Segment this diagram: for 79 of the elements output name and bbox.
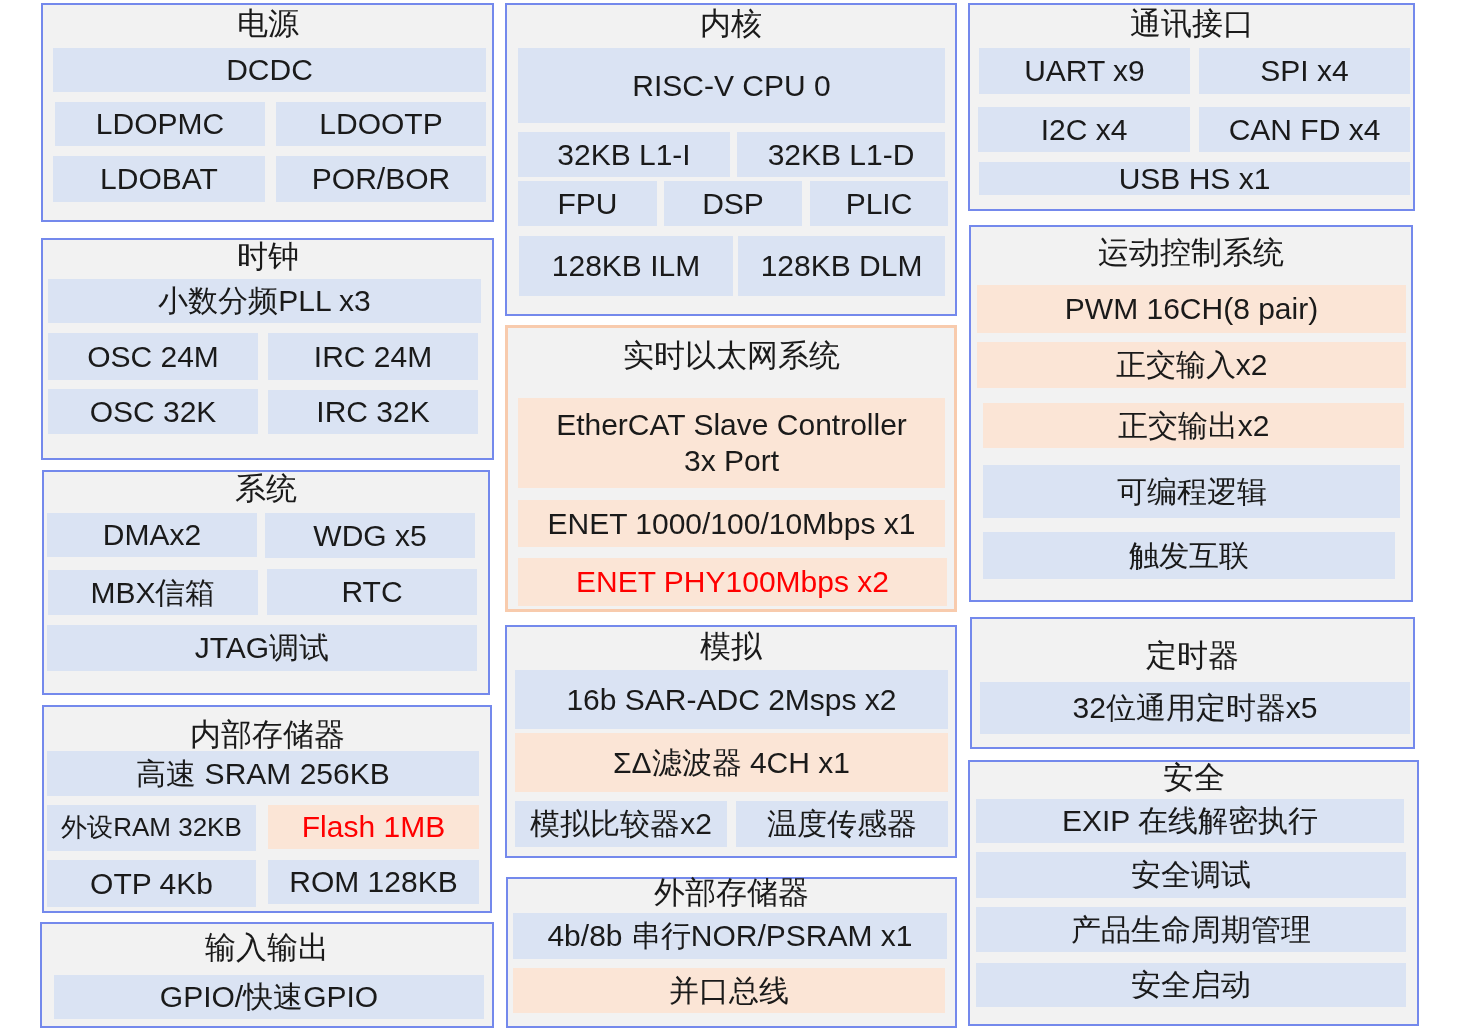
module-box: 外设RAM 32KB xyxy=(47,805,256,851)
module-box: I2C x4 xyxy=(978,107,1190,152)
module-box: DMAx2 xyxy=(47,513,257,557)
module-box: UART x9 xyxy=(979,48,1190,94)
group-panel xyxy=(506,877,957,1028)
group-panel xyxy=(969,225,1413,602)
module-box: RISC-V CPU 0 xyxy=(518,48,945,123)
module-box: 正交输入x2 xyxy=(977,342,1406,388)
module-box: 可编程逻辑 xyxy=(983,465,1400,518)
group-panel xyxy=(968,3,1415,211)
group-title: 电源 xyxy=(236,6,299,42)
module-box: PWM 16CH(8 pair) xyxy=(977,285,1406,333)
module-box: 小数分频PLL x3 xyxy=(48,279,481,323)
module-box: OSC 24M xyxy=(48,333,258,380)
group-title: 模拟 xyxy=(700,629,762,665)
module-box: OSC 32K xyxy=(48,389,258,434)
group-panel xyxy=(505,325,957,612)
module-box: 触发互联 xyxy=(983,532,1395,579)
module-box: Flash 1MB xyxy=(268,805,479,849)
group-title: 实时以太网系统 xyxy=(622,338,840,374)
module-box: CAN FD x4 xyxy=(1199,107,1410,152)
module-box: IRC 32K xyxy=(268,390,478,434)
module-box: IRC 24M xyxy=(268,333,478,380)
module-box: DCDC xyxy=(53,48,486,92)
group-panel xyxy=(505,625,957,858)
module-box: DSP xyxy=(664,181,802,226)
group-title: 时钟 xyxy=(236,239,299,275)
group-title: 安全 xyxy=(1162,760,1225,796)
module-box: EtherCAT Slave Controller 3x Port xyxy=(518,398,945,488)
module-box: 高速 SRAM 256KB xyxy=(47,751,479,796)
module-box: LDOOTP xyxy=(276,102,486,146)
module-box: 正交输出x2 xyxy=(983,403,1404,448)
module-box: SPI x4 xyxy=(1199,48,1410,94)
group-panel xyxy=(40,922,494,1028)
module-box: 32KB L1-D xyxy=(737,132,945,177)
module-box: 产品生命周期管理 xyxy=(976,907,1406,952)
group-panel xyxy=(41,3,494,222)
group-panel xyxy=(42,705,492,913)
module-box: LDOPMC xyxy=(55,102,265,146)
module-box: 128KB DLM xyxy=(738,236,945,296)
group-title: 内核 xyxy=(700,6,762,42)
module-box: 温度传感器 xyxy=(736,801,948,847)
module-box: 并口总线 xyxy=(513,968,945,1013)
module-box: FPU xyxy=(518,181,657,226)
module-box: LDOBAT xyxy=(53,156,265,202)
group-title: 输入输出 xyxy=(205,930,329,966)
group-title: 系统 xyxy=(235,471,297,507)
group-title: 运动控制系统 xyxy=(1098,235,1284,271)
module-box: GPIO/快速GPIO xyxy=(54,975,484,1019)
group-panel xyxy=(41,238,494,460)
group-title: 通讯接口 xyxy=(1129,6,1254,42)
module-box: OTP 4Kb xyxy=(47,860,256,907)
module-box: USB HS x1 xyxy=(979,162,1410,195)
module-box: 16b SAR-ADC 2Msps x2 xyxy=(515,670,948,729)
module-box: 4b/8b 串行NOR/PSRAM x1 xyxy=(513,913,947,959)
module-box: WDG x5 xyxy=(265,513,475,558)
module-box: POR/BOR xyxy=(276,156,486,202)
module-box: EXIP 在线解密执行 xyxy=(976,799,1404,843)
module-box: JTAG调试 xyxy=(47,625,477,671)
module-box: RTC xyxy=(267,569,477,615)
module-box: PLIC xyxy=(810,181,948,226)
module-box: MBX信箱 xyxy=(48,570,258,615)
module-box: ENET 1000/100/10Mbps x1 xyxy=(518,500,945,547)
module-box: 安全调试 xyxy=(976,852,1406,898)
module-box: 安全启动 xyxy=(976,963,1406,1007)
module-box: 32KB L1-I xyxy=(518,132,730,177)
module-box: 模拟比较器x2 xyxy=(515,801,727,847)
group-panel xyxy=(970,617,1415,749)
group-title: 内部存储器 xyxy=(189,717,345,753)
module-box: ΣΔ滤波器 4CH x1 xyxy=(515,733,948,792)
group-title: 外部存储器 xyxy=(654,875,809,911)
module-box: 128KB ILM xyxy=(519,236,733,296)
group-panel xyxy=(42,470,490,695)
group-title: 定时器 xyxy=(1146,638,1239,674)
group-panel xyxy=(968,760,1419,1026)
module-box: ROM 128KB xyxy=(268,860,479,904)
module-box: ENET PHY100Mbps x2 xyxy=(518,558,947,606)
module-box: 32位通用定时器x5 xyxy=(980,682,1410,734)
group-panel xyxy=(505,3,957,316)
